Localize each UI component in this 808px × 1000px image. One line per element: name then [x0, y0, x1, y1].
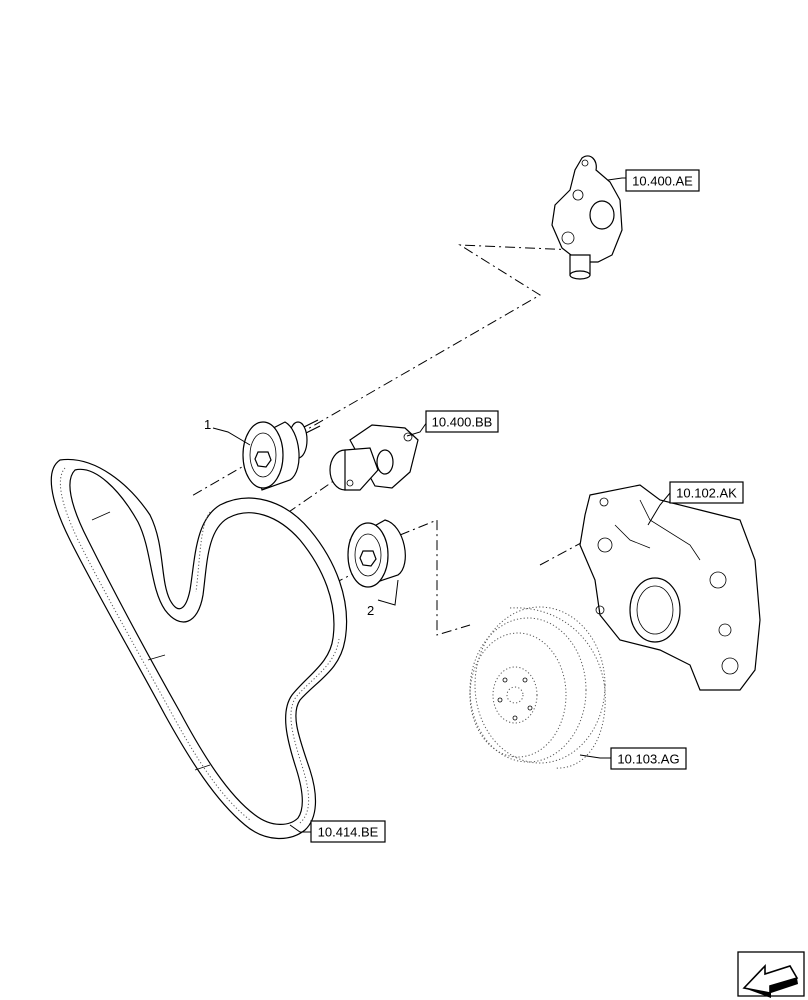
callout-item-1: 1 [204, 417, 211, 432]
idler-pulley-1 [242, 419, 321, 491]
water-pump [551, 155, 623, 280]
ref-10-400-ae[interactable]: 10.400.AE [625, 169, 700, 192]
ref-10-102-ak-label: 10.102.AK [676, 486, 737, 501]
ref-10-103-ag-label: 10.103.AG [617, 752, 679, 767]
ref-10-400-ae-label: 10.400.AE [632, 174, 693, 189]
belt-tensioner [329, 424, 419, 491]
ref-10-414-be-label: 10.414.BE [318, 825, 379, 840]
serpentine-belt [50, 458, 348, 840]
idler-pulley-2 [347, 519, 406, 588]
ref-10-103-ag[interactable]: 10.103.AG [610, 747, 687, 770]
ref-10-414-be[interactable]: 10.414.BE [310, 820, 386, 843]
next-page-arrow-icon[interactable] [737, 951, 805, 998]
front-cover [579, 484, 761, 691]
leader-lines [212, 177, 671, 833]
ref-10-400-bb-label: 10.400.BB [432, 415, 493, 430]
ref-10-400-bb[interactable]: 10.400.BB [425, 410, 499, 433]
ref-10-102-ak[interactable]: 10.102.AK [669, 481, 744, 504]
callout-item-2: 2 [367, 603, 374, 618]
crankshaft-damper [469, 606, 606, 769]
